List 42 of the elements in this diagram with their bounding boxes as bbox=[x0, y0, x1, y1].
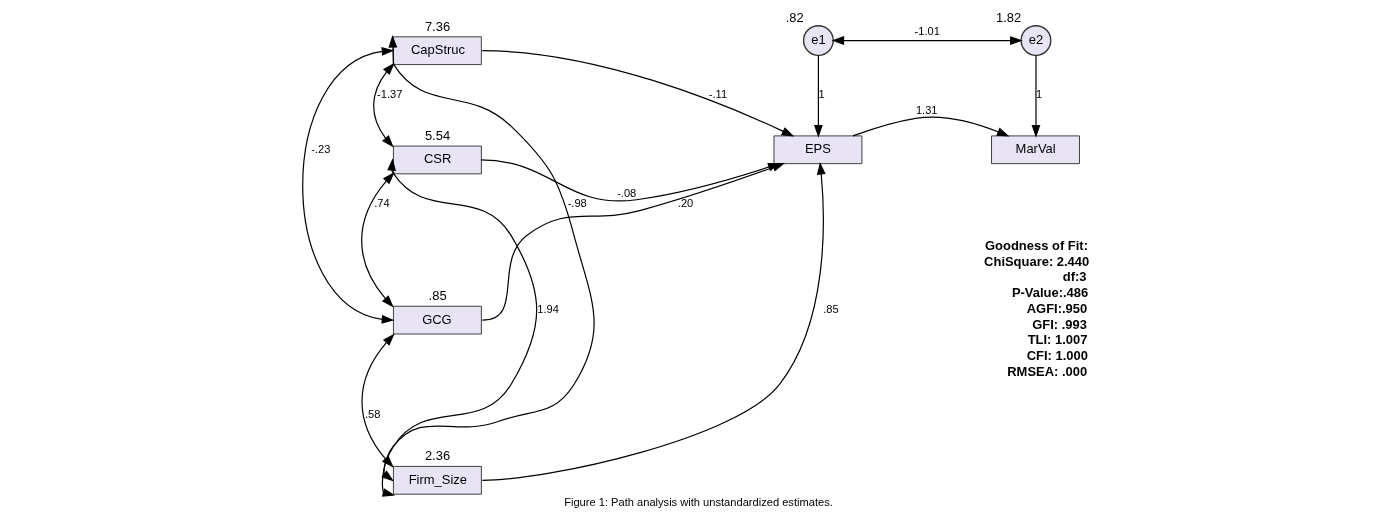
edge-label: .85 bbox=[823, 302, 839, 315]
arrow bbox=[361, 172, 395, 308]
node-label: 5.54 bbox=[424, 127, 451, 143]
caption: Figure 1: Path analysis with unstandardized estimates. bbox=[564, 496, 833, 509]
node-label: .85 bbox=[428, 287, 447, 303]
edge-label: -.23 bbox=[311, 142, 331, 155]
label: Goodness of Fit: bbox=[985, 237, 1088, 253]
node-label: 7.36 bbox=[424, 18, 451, 34]
node-label: 1.82 bbox=[996, 10, 1022, 26]
edge-label: -.11 bbox=[708, 88, 728, 101]
edge-label: -1.01 bbox=[914, 24, 940, 37]
edge-label: 1 bbox=[1036, 88, 1043, 101]
label: ChiSquare: 2.440 bbox=[984, 253, 1090, 269]
node-label: .82 bbox=[785, 10, 804, 26]
label: P-Value:.486 bbox=[1011, 285, 1089, 301]
label: GFI: .993 bbox=[1032, 316, 1087, 332]
arrow bbox=[852, 116, 1010, 137]
label: RMSEA: .000 bbox=[1007, 363, 1088, 379]
edge-label: .74 bbox=[374, 197, 390, 210]
arrow bbox=[814, 54, 823, 138]
arrow bbox=[361, 333, 395, 468]
arrow bbox=[373, 62, 395, 148]
edge-label: 1 bbox=[818, 88, 825, 101]
edge-label: .58 bbox=[364, 408, 381, 421]
label: df:3 bbox=[1062, 269, 1087, 285]
arrow bbox=[302, 47, 395, 324]
label: TLI: 1.007 bbox=[1027, 332, 1088, 348]
edge-label: -.98 bbox=[567, 197, 587, 210]
node-circle: e1 bbox=[802, 25, 834, 57]
edge-label: -1.37 bbox=[377, 88, 403, 101]
edge-label: -.08 bbox=[617, 186, 637, 199]
label: CFI: 1.000 bbox=[1026, 348, 1088, 364]
node-label: 2.36 bbox=[424, 448, 451, 464]
arrow bbox=[1031, 54, 1041, 138]
edge-label: .20 bbox=[677, 197, 694, 210]
node-circle: e2 bbox=[1020, 25, 1052, 57]
arrow bbox=[481, 50, 795, 137]
arrow bbox=[381, 158, 538, 482]
label: AGFI:.950 bbox=[1026, 300, 1088, 316]
edge-label: 1.31 bbox=[915, 104, 938, 117]
edge-label: 1.94 bbox=[537, 302, 559, 315]
arrow bbox=[831, 36, 1023, 45]
